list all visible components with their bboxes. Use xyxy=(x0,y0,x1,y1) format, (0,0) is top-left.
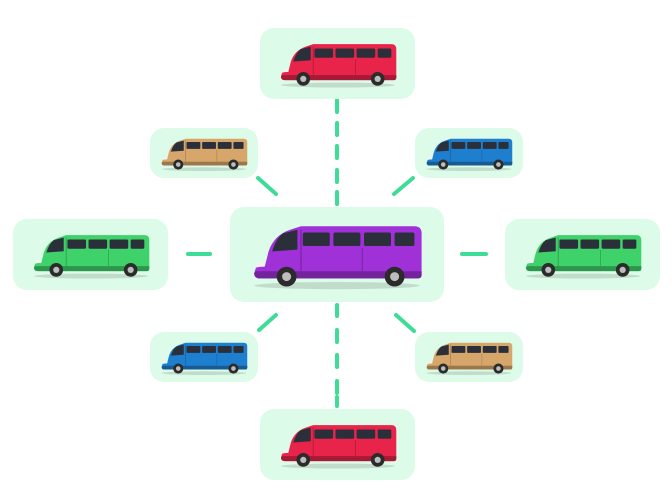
minibus-icon xyxy=(254,225,422,289)
connector-dash xyxy=(394,313,416,333)
minibus-tile-top xyxy=(260,28,415,99)
connector-dash xyxy=(256,176,278,196)
minibus-tile-top-left xyxy=(150,128,258,178)
minibus-tile-bottom xyxy=(260,409,415,480)
minibus-tile-bottom-right xyxy=(415,332,523,382)
minibus-icon xyxy=(280,424,396,469)
minibus-icon xyxy=(426,138,513,171)
minibus-tile-left xyxy=(13,219,168,290)
minibus-tile-top-right xyxy=(415,128,523,178)
minibus-icon xyxy=(161,138,248,171)
minibus-icon xyxy=(33,234,149,279)
minibus-icon xyxy=(161,342,248,375)
minibus-tile-bottom-left xyxy=(150,332,258,382)
connector-dash xyxy=(257,313,278,332)
minibus-icon xyxy=(280,43,396,88)
minibus-icon xyxy=(525,234,641,279)
minibus-tile-right xyxy=(505,219,660,290)
center-minibus-tile xyxy=(230,207,444,302)
connector-dash xyxy=(392,176,415,196)
minibus-icon xyxy=(426,342,513,375)
